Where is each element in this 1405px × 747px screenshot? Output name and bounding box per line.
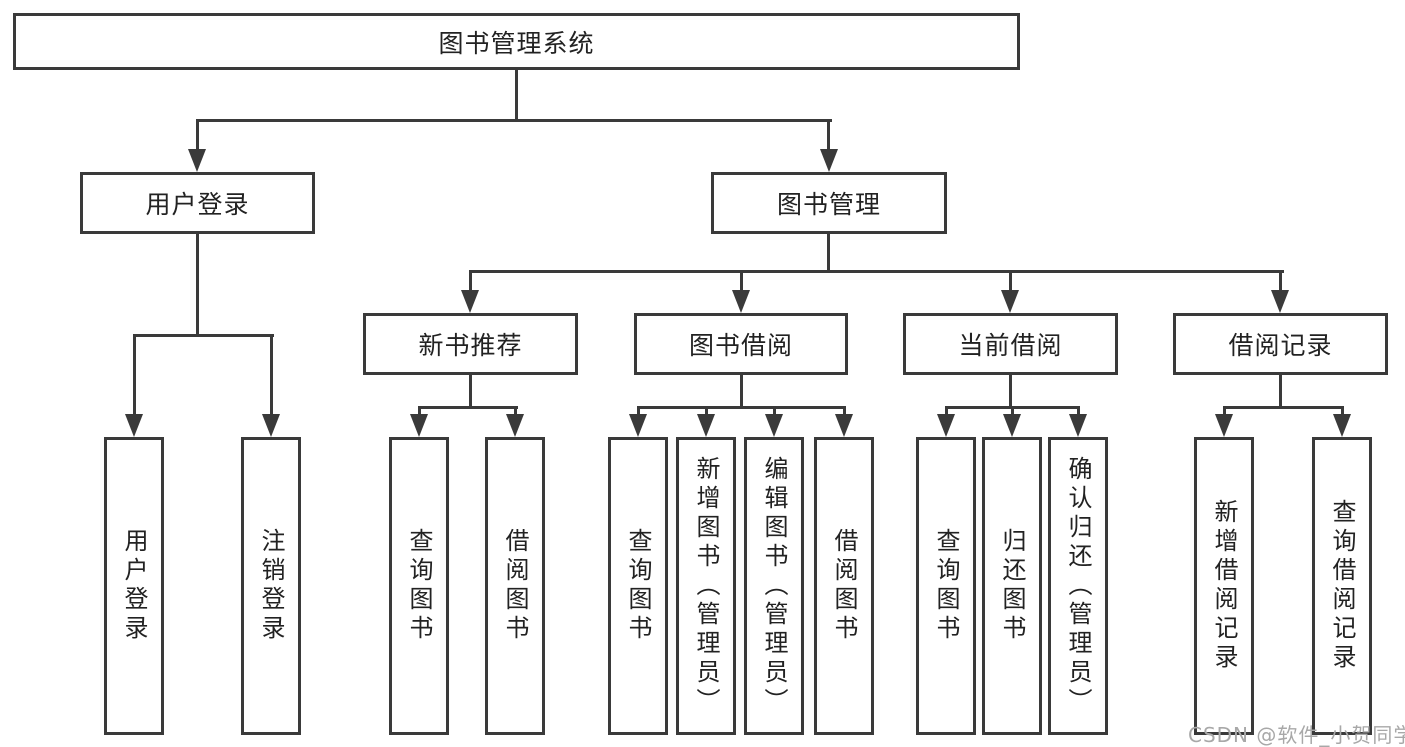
- node-book-borrow: 图书借阅: [634, 313, 848, 375]
- connector-line: [843, 406, 846, 416]
- arrowhead-down: [835, 414, 853, 437]
- leaf-user-login-label: 用户登录: [120, 528, 148, 644]
- arrowhead-down: [461, 290, 479, 313]
- arrowhead-down: [1001, 290, 1019, 313]
- connector-line: [469, 270, 1284, 273]
- connector-line: [133, 334, 136, 415]
- connector-line: [1223, 406, 1344, 409]
- arrowhead-down: [765, 414, 783, 437]
- leaf-bb-edit-books-admin-label: 编辑图书（管理员）: [760, 455, 788, 717]
- arrowhead-down: [1003, 414, 1021, 437]
- arrowhead-down: [1271, 290, 1289, 313]
- leaf-nb-query-books: 查询图书: [389, 437, 449, 735]
- leaf-br-add-record: 新增借阅记录: [1194, 437, 1254, 735]
- node-current-borrow: 当前借阅: [903, 313, 1118, 375]
- connector-line: [705, 406, 708, 416]
- leaf-cb-confirm-return-admin: 确认归还（管理员）: [1048, 437, 1108, 735]
- leaf-bb-add-books-admin: 新增图书（管理员）: [676, 437, 736, 735]
- connector-line: [1009, 270, 1012, 292]
- leaf-nb-borrow-books-label: 借阅图书: [501, 528, 529, 644]
- connector-line: [1009, 374, 1012, 409]
- connector-line: [515, 69, 518, 122]
- leaf-cb-confirm-return-admin-label: 确认归还（管理员）: [1064, 455, 1092, 717]
- arrowhead-down: [1215, 414, 1233, 437]
- leaf-bb-add-books-admin-label: 新增图书（管理员）: [692, 455, 720, 717]
- leaf-user-login: 用户登录: [104, 437, 164, 735]
- node-root: 图书管理系统: [13, 13, 1020, 70]
- arrowhead-down: [188, 149, 206, 172]
- connector-line: [1279, 270, 1282, 292]
- node-book-borrow-label: 图书借阅: [688, 331, 793, 360]
- node-book-management-label: 图书管理: [776, 190, 881, 219]
- connector-line: [637, 406, 640, 416]
- leaf-br-add-record-label: 新增借阅记录: [1210, 499, 1238, 673]
- leaf-nb-borrow-books: 借阅图书: [485, 437, 545, 735]
- connector-line: [133, 334, 274, 337]
- arrowhead-down: [697, 414, 715, 437]
- leaf-bb-borrow-books-label: 借阅图书: [830, 528, 858, 644]
- node-new-book-recommend: 新书推荐: [363, 313, 578, 375]
- connector-line: [1279, 374, 1282, 409]
- leaf-bb-edit-books-admin: 编辑图书（管理员）: [744, 437, 804, 735]
- leaf-bb-query-books: 查询图书: [608, 437, 668, 735]
- arrowhead-down: [410, 414, 428, 437]
- connector-line: [196, 119, 199, 152]
- leaf-cb-return-books: 归还图书: [982, 437, 1042, 735]
- arrowhead-down: [937, 414, 955, 437]
- connector-line: [418, 406, 421, 416]
- connector-line: [827, 234, 830, 273]
- connector-line: [827, 119, 830, 152]
- leaf-cb-query-books: 查询图书: [916, 437, 976, 735]
- leaf-logout-label: 注销登录: [257, 528, 285, 644]
- node-current-borrow-label: 当前借阅: [958, 331, 1063, 360]
- arrowhead-down: [125, 414, 143, 437]
- connector-line: [740, 270, 743, 292]
- connector-line: [1011, 406, 1014, 416]
- node-root-label: 图书管理系统: [438, 28, 595, 58]
- connector-line: [1341, 406, 1344, 416]
- connector-line: [469, 374, 472, 409]
- arrowhead-down: [1333, 414, 1351, 437]
- leaf-cb-query-books-label: 查询图书: [932, 528, 960, 644]
- connector-line: [1223, 406, 1226, 416]
- connector-line: [270, 334, 273, 415]
- connector-line: [196, 233, 199, 336]
- connector-line: [740, 374, 743, 409]
- node-new-book-recommend-label: 新书推荐: [418, 331, 523, 360]
- arrowhead-down: [506, 414, 524, 437]
- connector-line: [945, 406, 948, 416]
- connector-line: [469, 270, 472, 292]
- connector-line: [514, 406, 517, 416]
- watermark: CSDN @软件_小贺同学: [1188, 723, 1405, 747]
- arrowhead-down: [262, 414, 280, 437]
- connector-line: [418, 406, 518, 409]
- connector-line: [1077, 406, 1080, 416]
- leaf-br-query-record-label: 查询借阅记录: [1328, 499, 1356, 673]
- leaf-logout: 注销登录: [241, 437, 301, 735]
- node-book-management: 图书管理: [711, 172, 947, 234]
- leaf-bb-query-books-label: 查询图书: [624, 528, 652, 644]
- node-borrow-records-label: 借阅记录: [1228, 331, 1333, 360]
- connector-line: [196, 119, 832, 122]
- leaf-nb-query-books-label: 查询图书: [405, 528, 433, 644]
- connector-line: [773, 406, 776, 416]
- connector-line: [637, 406, 846, 409]
- leaf-bb-borrow-books: 借阅图书: [814, 437, 874, 735]
- leaf-br-query-record: 查询借阅记录: [1312, 437, 1372, 735]
- leaf-cb-return-books-label: 归还图书: [998, 528, 1026, 644]
- arrowhead-down: [732, 290, 750, 313]
- node-user-login-label: 用户登录: [145, 190, 250, 219]
- node-borrow-records: 借阅记录: [1173, 313, 1388, 375]
- arrowhead-down: [820, 149, 838, 172]
- node-user-login: 用户登录: [80, 172, 315, 234]
- arrowhead-down: [1069, 414, 1087, 437]
- arrowhead-down: [629, 414, 647, 437]
